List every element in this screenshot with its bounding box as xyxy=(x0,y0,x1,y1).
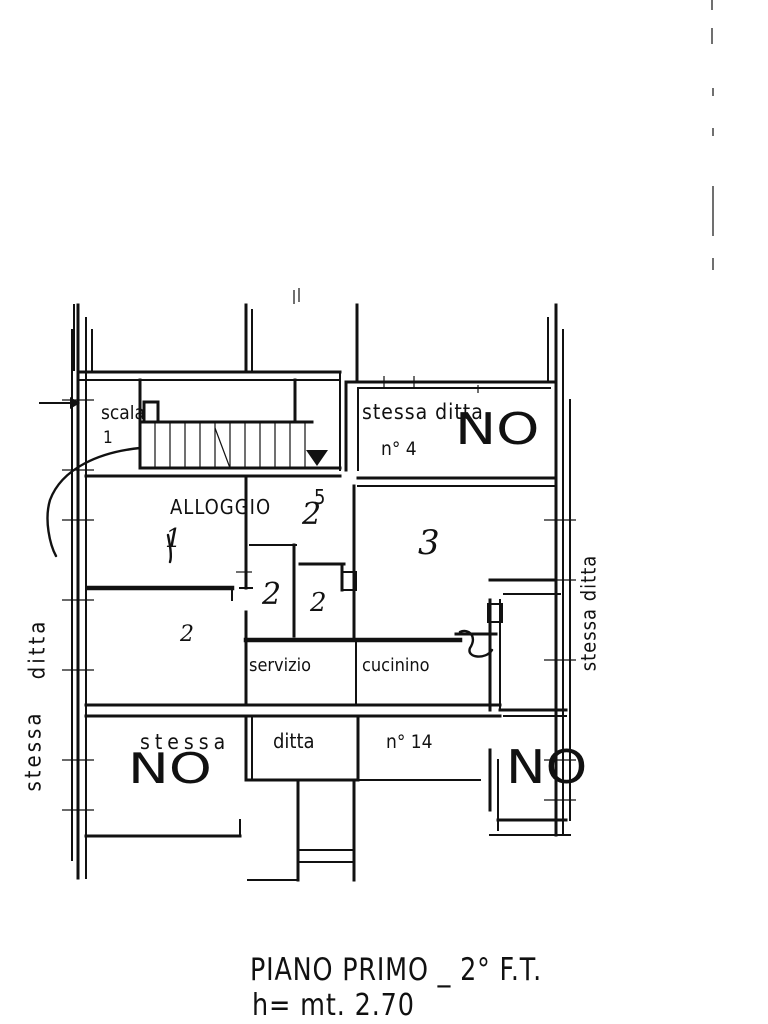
hand-marks xyxy=(46,446,494,658)
label-stessa-ditta-right: stessa ditta xyxy=(576,554,601,672)
label-n14: n° 14 xyxy=(386,731,433,753)
lower-walls xyxy=(84,714,571,882)
caption-title: PIANO PRIMO _ 2° F.T. xyxy=(250,952,543,988)
stair xyxy=(39,370,342,471)
annotation-no-top-right: NO xyxy=(455,404,540,455)
label-number-5: 5 xyxy=(314,485,326,509)
apartment-walls xyxy=(84,474,568,718)
label-ditta-left: ditta xyxy=(25,618,51,680)
edge-marks xyxy=(711,0,714,270)
label-scala-number: 1 xyxy=(103,428,113,448)
caption-height: h= mt. 2.70 xyxy=(252,988,415,1023)
mark-2-corridor: 2 xyxy=(262,577,282,612)
annotation-no-bottom-right: NO xyxy=(506,740,588,794)
label-alloggio: ALLOGGIO xyxy=(170,495,272,519)
label-stessa-ditta-top: stessa ditta xyxy=(362,400,484,424)
label-stessa-left: stessa xyxy=(21,710,47,792)
mark-2-alloggio: 2 xyxy=(302,497,322,532)
room-number-2: 2 xyxy=(180,622,194,647)
mark-2-bath: 2 xyxy=(310,588,327,618)
wall-ticks xyxy=(62,385,576,811)
label-ditta-bottom: ditta xyxy=(273,729,315,753)
label-scala: scala xyxy=(101,402,146,424)
room-number-1: 1 xyxy=(165,524,182,554)
label-stessa-bottom: stessa xyxy=(140,730,231,754)
annotation-no-bottom-left: NO xyxy=(128,744,212,793)
top-right-block xyxy=(344,376,558,487)
label-cucinino: cucinino xyxy=(362,655,430,676)
label-servizio: servizio xyxy=(249,655,312,676)
room-number-3: 3 xyxy=(418,523,440,563)
label-n4: n° 4 xyxy=(381,438,417,460)
